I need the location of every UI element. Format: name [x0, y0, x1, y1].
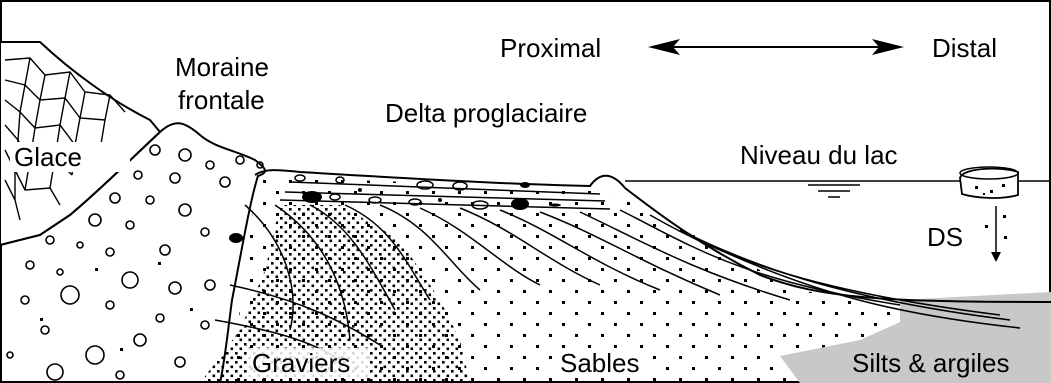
- distal-label: Distal: [932, 33, 997, 63]
- sables-label: Sables: [560, 348, 640, 378]
- topset-beds: [279, 181, 611, 210]
- moraine-outline: [0, 122, 266, 383]
- glace-label-bg: [10, 142, 130, 172]
- proximal-distal-arrow: [648, 39, 904, 55]
- glace-label: Glace: [14, 142, 82, 172]
- delta-outline: [254, 169, 1051, 303]
- silt-clay-region: [780, 292, 1051, 383]
- topset-pebbles: [294, 174, 561, 210]
- silts-label: Silts & argiles: [852, 348, 1010, 378]
- moraine-pebbles: [40, 233, 243, 351]
- gravel-region: [200, 205, 470, 383]
- graviers-label-bg: [248, 348, 370, 378]
- graviers-label: Graviers: [252, 348, 350, 378]
- proximal-label: Proximal: [500, 33, 601, 63]
- moraine-label-line2: frontale: [178, 85, 265, 115]
- dropstone-arrow: [985, 206, 1007, 262]
- iceberg-icon: [959, 166, 1019, 199]
- lake-level-symbol: [808, 184, 860, 198]
- moraine-clasts: [6, 144, 264, 381]
- sables-label-bg: [556, 348, 650, 378]
- foreset-beds: [244, 204, 1021, 341]
- niveau-label: Niveau du lac: [740, 140, 898, 170]
- delta-label: Delta proglaciaire: [385, 98, 587, 128]
- moraine-label-line1: Moraine: [175, 52, 269, 82]
- ds-label: DS: [927, 222, 963, 252]
